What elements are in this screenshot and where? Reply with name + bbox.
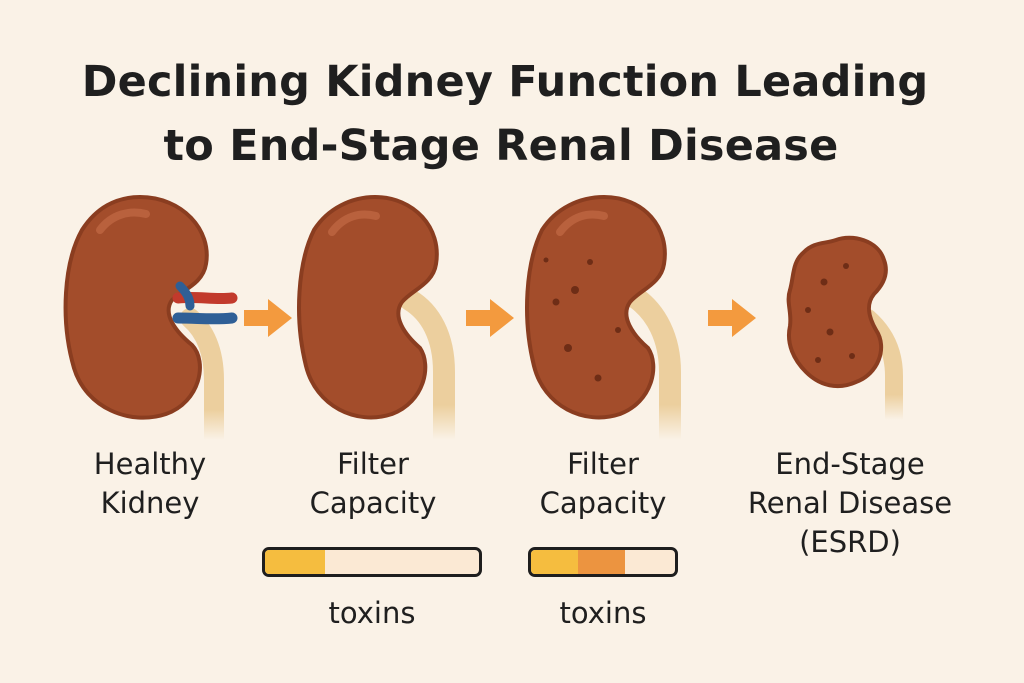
stage-2-label: Filter Capacity bbox=[288, 445, 458, 523]
filter-capacity-bar bbox=[262, 547, 482, 577]
kidney-damaged-icon bbox=[525, 194, 681, 451]
kidney-reduced-icon bbox=[297, 194, 455, 451]
capacity-bar-segment bbox=[265, 550, 325, 574]
stage-4-label-line-1: End-Stage bbox=[775, 447, 925, 481]
stage-4-label-line-3: (ESRD) bbox=[799, 525, 901, 559]
kidney-shrunken-icon bbox=[786, 235, 903, 429]
filter-capacity-bar bbox=[528, 547, 678, 577]
stage-4-label-line-2: Renal Disease bbox=[747, 486, 953, 520]
title-line-1: Declining Kidney Function Leading bbox=[81, 57, 929, 107]
toxins-label: toxins bbox=[559, 596, 647, 630]
arrow-right-icon bbox=[466, 299, 514, 337]
arrow-right-icon bbox=[244, 299, 292, 337]
capacity-bar-segment bbox=[577, 550, 625, 574]
stage-2-label-line-1: Filter bbox=[337, 447, 409, 481]
stage-3-label: Filter Capacity bbox=[518, 445, 688, 523]
capacity-bar-segment bbox=[531, 550, 578, 574]
title-line-2: to End-Stage Renal Disease bbox=[163, 121, 839, 171]
stage-4-label: End-Stage Renal Disease (ESRD) bbox=[730, 445, 970, 562]
stage-1-label: Healthy Kidney bbox=[70, 445, 230, 523]
stage-3-label-line-1: Filter bbox=[567, 447, 639, 481]
stage-1-label-line-2: Kidney bbox=[100, 486, 200, 520]
page-title: Declining Kidney Function Leading to End… bbox=[0, 50, 1024, 178]
stage-1-label-line-1: Healthy bbox=[93, 447, 207, 481]
stage-3-label-line-2: Capacity bbox=[539, 486, 667, 520]
arrow-right-icon bbox=[708, 299, 756, 337]
toxins-label: toxins bbox=[328, 596, 416, 630]
kidney-healthy-icon bbox=[63, 194, 238, 450]
stage-2-label-line-2: Capacity bbox=[309, 486, 437, 520]
